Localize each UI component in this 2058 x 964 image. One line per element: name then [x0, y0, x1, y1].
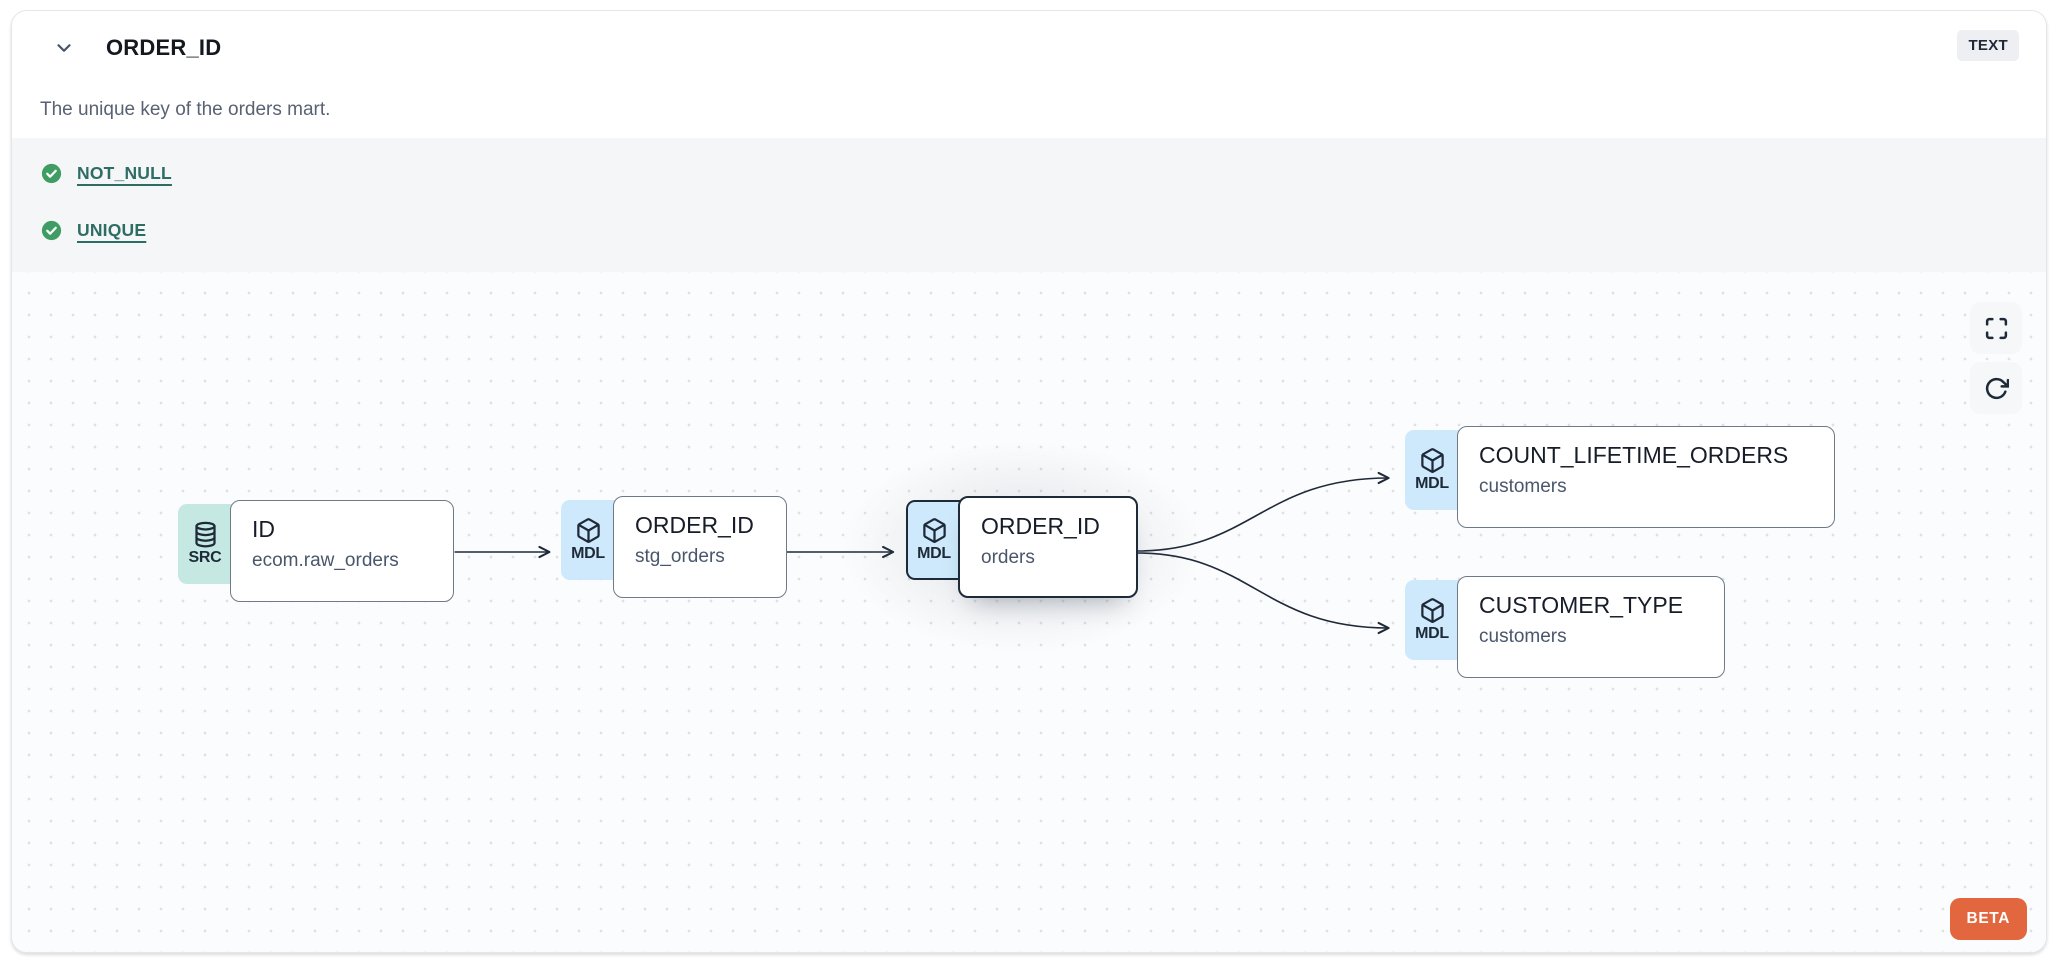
test-row: NOT_NULL — [41, 161, 2046, 186]
node-subtitle: ecom.raw_orders — [252, 550, 399, 571]
node-title: ORDER_ID — [635, 512, 754, 538]
chevron-down-icon — [57, 44, 71, 52]
node-subtitle: customers — [1479, 476, 1567, 497]
box-icon — [576, 518, 600, 543]
node-title: CUSTOMER_TYPE — [1479, 592, 1684, 618]
fullscreen-icon — [1985, 317, 2007, 339]
lineage-node-stg-orders[interactable]: MDL ORDER_ID stg_orders — [561, 496, 787, 598]
node-card: CUSTOMER_TYPE customers — [1457, 576, 1725, 678]
lineage-node-orders-selected[interactable]: MDL ORDER_ID orders — [816, 426, 1228, 668]
title-row: ORDER_ID — [51, 35, 221, 61]
node-type-badge: MDL — [1405, 430, 1459, 510]
lineage-edges — [454, 471, 1390, 635]
check-circle-icon — [41, 220, 62, 241]
refresh-icon — [1985, 377, 2009, 399]
test-link-not-null[interactable]: NOT_NULL — [77, 163, 172, 183]
refresh-button[interactable] — [1970, 362, 2022, 414]
node-subtitle: customers — [1479, 626, 1567, 647]
fullscreen-button[interactable] — [1970, 302, 2022, 354]
node-title: COUNT_LIFETIME_ORDERS — [1479, 442, 1789, 468]
node-title: ORDER_ID — [981, 513, 1100, 539]
lineage-node-customer-type[interactable]: MDL CUSTOMER_TYPE customers — [1405, 576, 1725, 678]
canvas-controls — [1970, 302, 2022, 414]
node-card: ID ecom.raw_orders — [230, 500, 454, 602]
beta-badge: BETA — [1949, 898, 2027, 940]
check-circle-icon — [41, 163, 62, 184]
node-type-badge: MDL — [1405, 580, 1459, 660]
column-type-badge: TEXT — [1957, 30, 2019, 61]
box-icon — [1420, 448, 1444, 473]
node-type-badge: MDL — [561, 500, 615, 580]
node-type-badge: MDL — [906, 500, 960, 580]
tests-section: NOT_NULL UNIQUE — [12, 138, 2046, 272]
box-icon — [1420, 598, 1444, 623]
node-title: ID — [252, 516, 275, 542]
box-icon — [922, 518, 946, 543]
test-link-unique[interactable]: UNIQUE — [77, 220, 147, 240]
test-row: UNIQUE — [41, 218, 2046, 243]
column-details-panel: ORDER_ID TEXT The unique key of the orde… — [11, 10, 2047, 953]
node-card: ORDER_ID orders — [958, 496, 1138, 598]
collapse-button[interactable] — [51, 35, 77, 61]
lineage-node-count-lifetime-orders[interactable]: MDL COUNT_LIFETIME_ORDERS customers — [1405, 426, 1835, 528]
node-card: ORDER_ID stg_orders — [613, 496, 787, 598]
lineage-canvas[interactable]: SRC ID ecom.raw_orders MDL ORDER_ID stg_… — [12, 272, 2046, 952]
database-icon — [194, 521, 216, 548]
column-description: The unique key of the orders mart. — [40, 99, 331, 120]
edge-orders-to-customer-type — [1136, 552, 1390, 635]
page-title: ORDER_ID — [106, 35, 222, 60]
node-subtitle: orders — [981, 547, 1035, 568]
lineage-node-source-id[interactable]: SRC ID ecom.raw_orders — [178, 500, 454, 602]
header: ORDER_ID TEXT The unique key of the orde… — [12, 11, 2046, 138]
node-type-badge: SRC — [178, 504, 232, 584]
node-card: COUNT_LIFETIME_ORDERS customers — [1457, 426, 1835, 528]
node-subtitle: stg_orders — [635, 546, 725, 567]
edge-orders-to-count-lifetime — [1136, 471, 1390, 552]
